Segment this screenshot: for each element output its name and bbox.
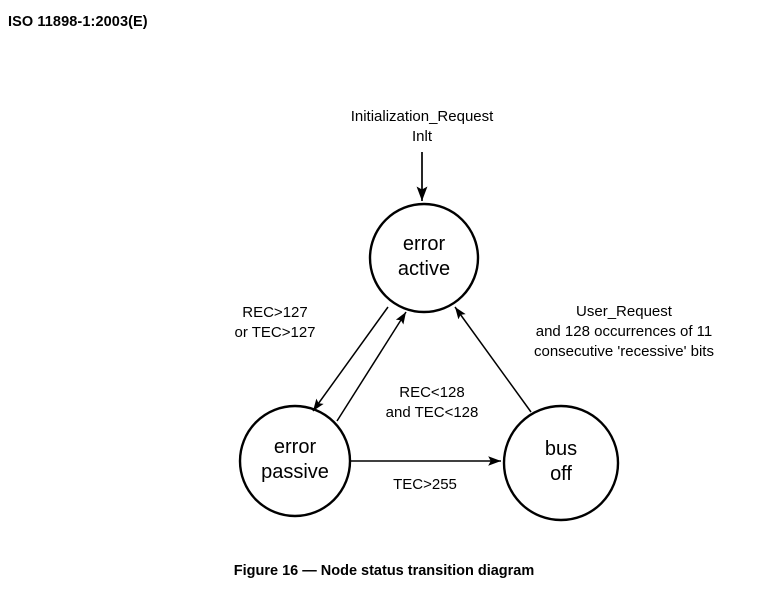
state-node-error-active[interactable] [368,202,480,314]
transition-label-error-passive-to-error-active: REC<128 and TEC<128 [352,383,512,423]
transition-label-passive-to-active-line2: and TEC<128 [385,404,479,421]
transition-label-passive-to-active-line1: REC<128 [399,384,465,401]
transition-arrow-error-passive-to-error-active [336,311,407,422]
transition-label-error-passive-to-bus-off: TEC>255 [345,475,505,495]
state-node-bus-off[interactable] [502,404,620,522]
transition-label-initialization: Initialization_Request Inlt [292,107,552,147]
transition-arrow-error-active-to-error-passive [312,306,389,412]
transition-label-active-to-passive-line1: REC>127 [242,304,308,321]
figure-caption: Figure 16 — Node status transition diagr… [233,563,535,579]
transition-label-busoff-to-active-line3: consecutive 'recessive' bits [534,343,714,360]
transition-label-active-to-passive-line2: or TEC>127 [234,324,316,341]
transition-label-initialization-line1: Initialization_Request [350,108,494,125]
transition-label-busoff-to-active-line2: and 128 occurrences of 11 [535,323,713,340]
transition-label-error-active-to-error-passive: REC>127 or TEC>127 [190,303,360,343]
transition-arrow-bus-off-to-error-active [454,306,532,413]
transition-label-busoff-to-active-line1: User_Request [576,303,672,320]
transition-label-initialization-line2: Inlt [411,128,432,145]
state-node-error-passive[interactable] [238,404,352,518]
document-header: ISO 11898-1:2003(E) [8,14,148,30]
transition-label-bus-off-to-error-active: User_Request and 128 occurrences of 11 c… [499,302,749,362]
transition-label-passive-to-busoff-line1: TEC>255 [393,476,457,493]
